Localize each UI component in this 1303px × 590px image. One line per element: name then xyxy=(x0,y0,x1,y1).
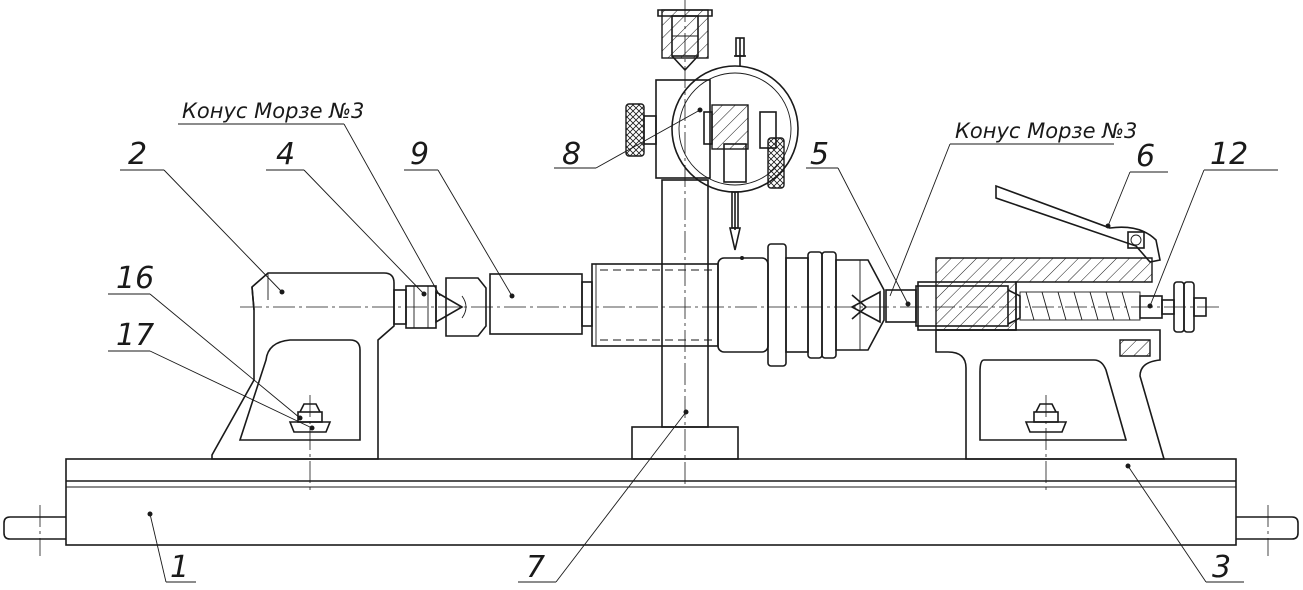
morse-cone-label-left: Конус Морзе №3 xyxy=(182,99,364,123)
part-number-8: 8 xyxy=(562,137,581,172)
base-plate xyxy=(3,458,1299,556)
right-tailstock xyxy=(885,184,1207,494)
part-number-7: 7 xyxy=(526,550,545,585)
part-number-3: 3 xyxy=(1212,550,1231,585)
morse-cone-label-right: Конус Морзе №3 xyxy=(955,119,1137,143)
left-headstock xyxy=(211,272,464,492)
part-number-6: 6 xyxy=(1136,139,1155,174)
part-number-5: 5 xyxy=(810,137,829,172)
part-number-17: 17 xyxy=(116,318,154,353)
part-number-9: 9 xyxy=(410,137,429,172)
indicator-assembly xyxy=(625,37,799,260)
part-labels: Конус Морзе №3 Конус Морзе №3 2 4 9 8 5 … xyxy=(116,99,1248,585)
part-number-4: 4 xyxy=(276,137,295,172)
part-number-1: 1 xyxy=(170,550,189,585)
column-stand xyxy=(631,0,739,488)
part-number-2: 2 xyxy=(128,137,147,172)
part-number-16: 16 xyxy=(116,261,154,296)
leader-lines xyxy=(108,107,1278,583)
mandrel xyxy=(445,243,885,367)
part-number-12: 12 xyxy=(1210,137,1248,172)
